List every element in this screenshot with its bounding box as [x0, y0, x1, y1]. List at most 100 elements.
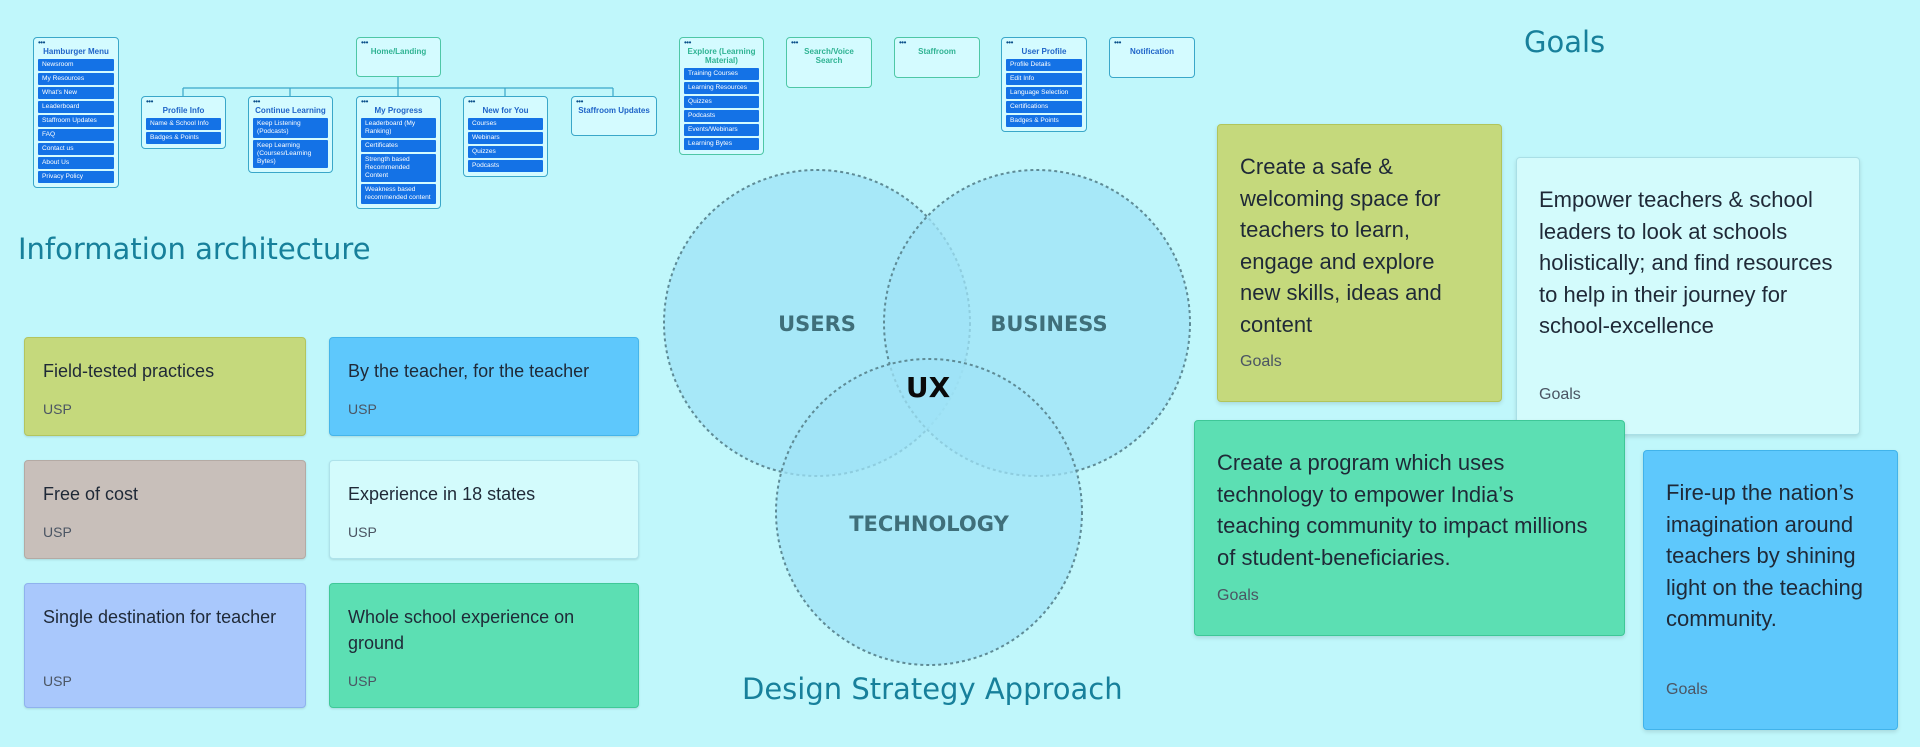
- ia-item: About Us: [38, 157, 114, 169]
- usp-card-text: Field-tested practices: [43, 361, 215, 381]
- ia-card-dots: •••: [684, 38, 691, 47]
- usp-card: Field-tested practices USP: [24, 337, 306, 436]
- goal-card-tag: Goals: [1217, 587, 1259, 604]
- ia-hamburger-menu: ••• Hamburger Menu Newsroom My Resources…: [33, 37, 119, 188]
- ia-card-dots: •••: [361, 97, 368, 106]
- goal-card-text: Empower teachers & school leaders to loo…: [1539, 187, 1833, 338]
- ia-explore: ••• Explore (Learning Material) Training…: [679, 37, 764, 155]
- usp-card-text: By the teacher, for the teacher: [348, 361, 590, 381]
- goal-card-text: Fire-up the nation’s imagination around …: [1666, 480, 1863, 631]
- venn-label-users: USERS: [778, 312, 856, 336]
- usp-card-tag: USP: [348, 401, 377, 417]
- ia-search-voice: ••• Search/Voice Search: [786, 37, 872, 88]
- ia-item: Quizzes: [468, 146, 543, 158]
- usp-card-tag: USP: [43, 524, 72, 540]
- ia-card-title: New for You: [482, 106, 529, 115]
- ia-item: Training Courses: [684, 68, 759, 80]
- usp-card-text: Single destination for teacher: [43, 607, 277, 627]
- goal-card-tag: Goals: [1240, 353, 1282, 370]
- ia-card-title: My Progress: [374, 106, 423, 115]
- ia-notification: ••• Notification: [1109, 37, 1195, 78]
- usp-card: Single destination for teacher USP: [24, 583, 306, 708]
- ia-item: Courses: [468, 118, 543, 130]
- ia-item: Quizzes: [684, 96, 759, 108]
- goal-card-text: Create a safe & welcoming space for teac…: [1240, 154, 1442, 337]
- venn-circle-technology: [775, 358, 1083, 666]
- ia-card-dots: •••: [361, 38, 368, 47]
- usp-card: Whole school experience on ground USP: [329, 583, 639, 708]
- goal-card: Create a safe & welcoming space for teac…: [1217, 124, 1502, 402]
- usp-card: By the teacher, for the teacher USP: [329, 337, 639, 436]
- ia-card-title: Notification: [1130, 47, 1174, 56]
- ia-my-progress: ••• My Progress Leaderboard (My Ranking)…: [356, 96, 441, 209]
- ia-item: Weakness based recommended content: [361, 184, 436, 204]
- usp-card: Experience in 18 states USP: [329, 460, 639, 559]
- goals-section-title: Goals: [1524, 25, 1606, 59]
- ia-user-profile: ••• User Profile Profile Details Edit In…: [1001, 37, 1087, 132]
- ia-card-title: Search/Voice Search: [804, 47, 854, 65]
- ia-card-dots: •••: [146, 97, 153, 106]
- ia-card-dots: •••: [468, 97, 475, 106]
- ia-card-title: Profile Info: [162, 106, 205, 115]
- ia-item: Leaderboard (My Ranking): [361, 118, 436, 138]
- goal-card: Fire-up the nation’s imagination around …: [1643, 450, 1898, 730]
- ia-item: Certificates: [361, 140, 436, 152]
- ia-item: Name & School Info: [146, 118, 221, 130]
- ia-staffroom: ••• Staffroom: [894, 37, 980, 78]
- ia-item: FAQ: [38, 129, 114, 141]
- venn-label-technology: TECHNOLOGY: [849, 512, 1009, 536]
- ia-card-dots: •••: [1114, 38, 1121, 47]
- ia-item: Leaderboard: [38, 101, 114, 113]
- usp-card-text: Whole school experience on ground: [348, 607, 575, 653]
- usp-card-tag: USP: [43, 673, 72, 689]
- ia-item: Badges & Points: [1006, 115, 1082, 127]
- ia-card-dots: •••: [576, 97, 583, 106]
- ia-item: Privacy Policy: [38, 171, 114, 183]
- ia-item: Keep Listening (Podcasts): [253, 118, 328, 138]
- ia-item: Podcasts: [684, 110, 759, 122]
- ia-card-title: User Profile: [1021, 47, 1067, 56]
- ia-item: Profile Details: [1006, 59, 1082, 71]
- ia-card-dots: •••: [791, 38, 798, 47]
- ia-item: Staffroom Updates: [38, 115, 114, 127]
- ia-card-title: Home/Landing: [370, 47, 427, 56]
- goal-card: Create a program which uses technology t…: [1194, 420, 1625, 636]
- ia-continue-learning: ••• Continue Learning Keep Listening (Po…: [248, 96, 333, 173]
- ia-item: Learning Resources: [684, 82, 759, 94]
- ia-item: What's New: [38, 87, 114, 99]
- ia-item: Edit Info: [1006, 73, 1082, 85]
- ia-item: Certifications: [1006, 101, 1082, 113]
- usp-card-tag: USP: [348, 673, 377, 689]
- ia-item: Events/Webinars: [684, 124, 759, 136]
- ia-card-dots: •••: [38, 38, 45, 47]
- ia-item: Newsroom: [38, 59, 114, 71]
- ia-card-title: Explore (Learning Material): [687, 47, 756, 65]
- ia-card-title: Staffroom Updates: [578, 106, 650, 115]
- goal-card-text: Create a program which uses technology t…: [1217, 450, 1588, 570]
- ia-section-title: Information architecture: [18, 232, 371, 266]
- ia-card-dots: •••: [899, 38, 906, 47]
- ia-item: Podcasts: [468, 160, 543, 172]
- ia-home-landing: ••• Home/Landing: [356, 37, 441, 77]
- ia-item: Language Selection: [1006, 87, 1082, 99]
- ia-card-dots: •••: [1006, 38, 1013, 47]
- ia-item: Keep Learning (Courses/Learning Bytes): [253, 140, 328, 168]
- ia-card-title: Staffroom: [918, 47, 956, 56]
- ia-item: Webinars: [468, 132, 543, 144]
- goal-card-tag: Goals: [1539, 386, 1581, 403]
- ia-item: Badges & Points: [146, 132, 221, 144]
- goal-card-tag: Goals: [1666, 681, 1708, 698]
- ia-card-title: Hamburger Menu: [43, 47, 109, 56]
- goal-card: Empower teachers & school leaders to loo…: [1516, 157, 1860, 435]
- usp-card-tag: USP: [348, 524, 377, 540]
- venn-label-center: UX: [906, 371, 951, 404]
- usp-card: Free of cost USP: [24, 460, 306, 559]
- usp-card-text: Free of cost: [43, 484, 139, 504]
- ia-card-dots: •••: [253, 97, 260, 106]
- ia-card-title: Continue Learning: [255, 106, 326, 115]
- ia-item: Learning Bytes: [684, 138, 759, 150]
- ia-item: My Resources: [38, 73, 114, 85]
- venn-section-title: Design Strategy Approach: [742, 672, 1123, 706]
